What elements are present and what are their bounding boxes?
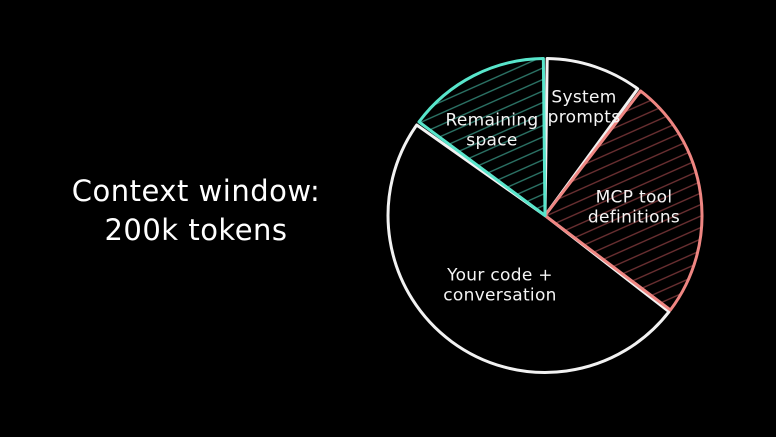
pie-slice-1	[543, 89, 704, 312]
pie-slice-2	[386, 123, 671, 374]
pie-slice-0	[543, 57, 640, 217]
slice-label-mcp-tool-definitions: MCP tool definitions	[587, 187, 681, 228]
slide-title: Context window: 200k tokens	[71, 174, 321, 248]
pie-slice-3	[417, 57, 547, 217]
slice-label-your-code-conversation: Your code + conversation	[443, 265, 557, 306]
slice-label-remaining-space: Remaining space	[445, 110, 539, 151]
slice-label-system-prompts: System prompts	[547, 87, 621, 128]
pie-chart-svg	[386, 57, 704, 374]
